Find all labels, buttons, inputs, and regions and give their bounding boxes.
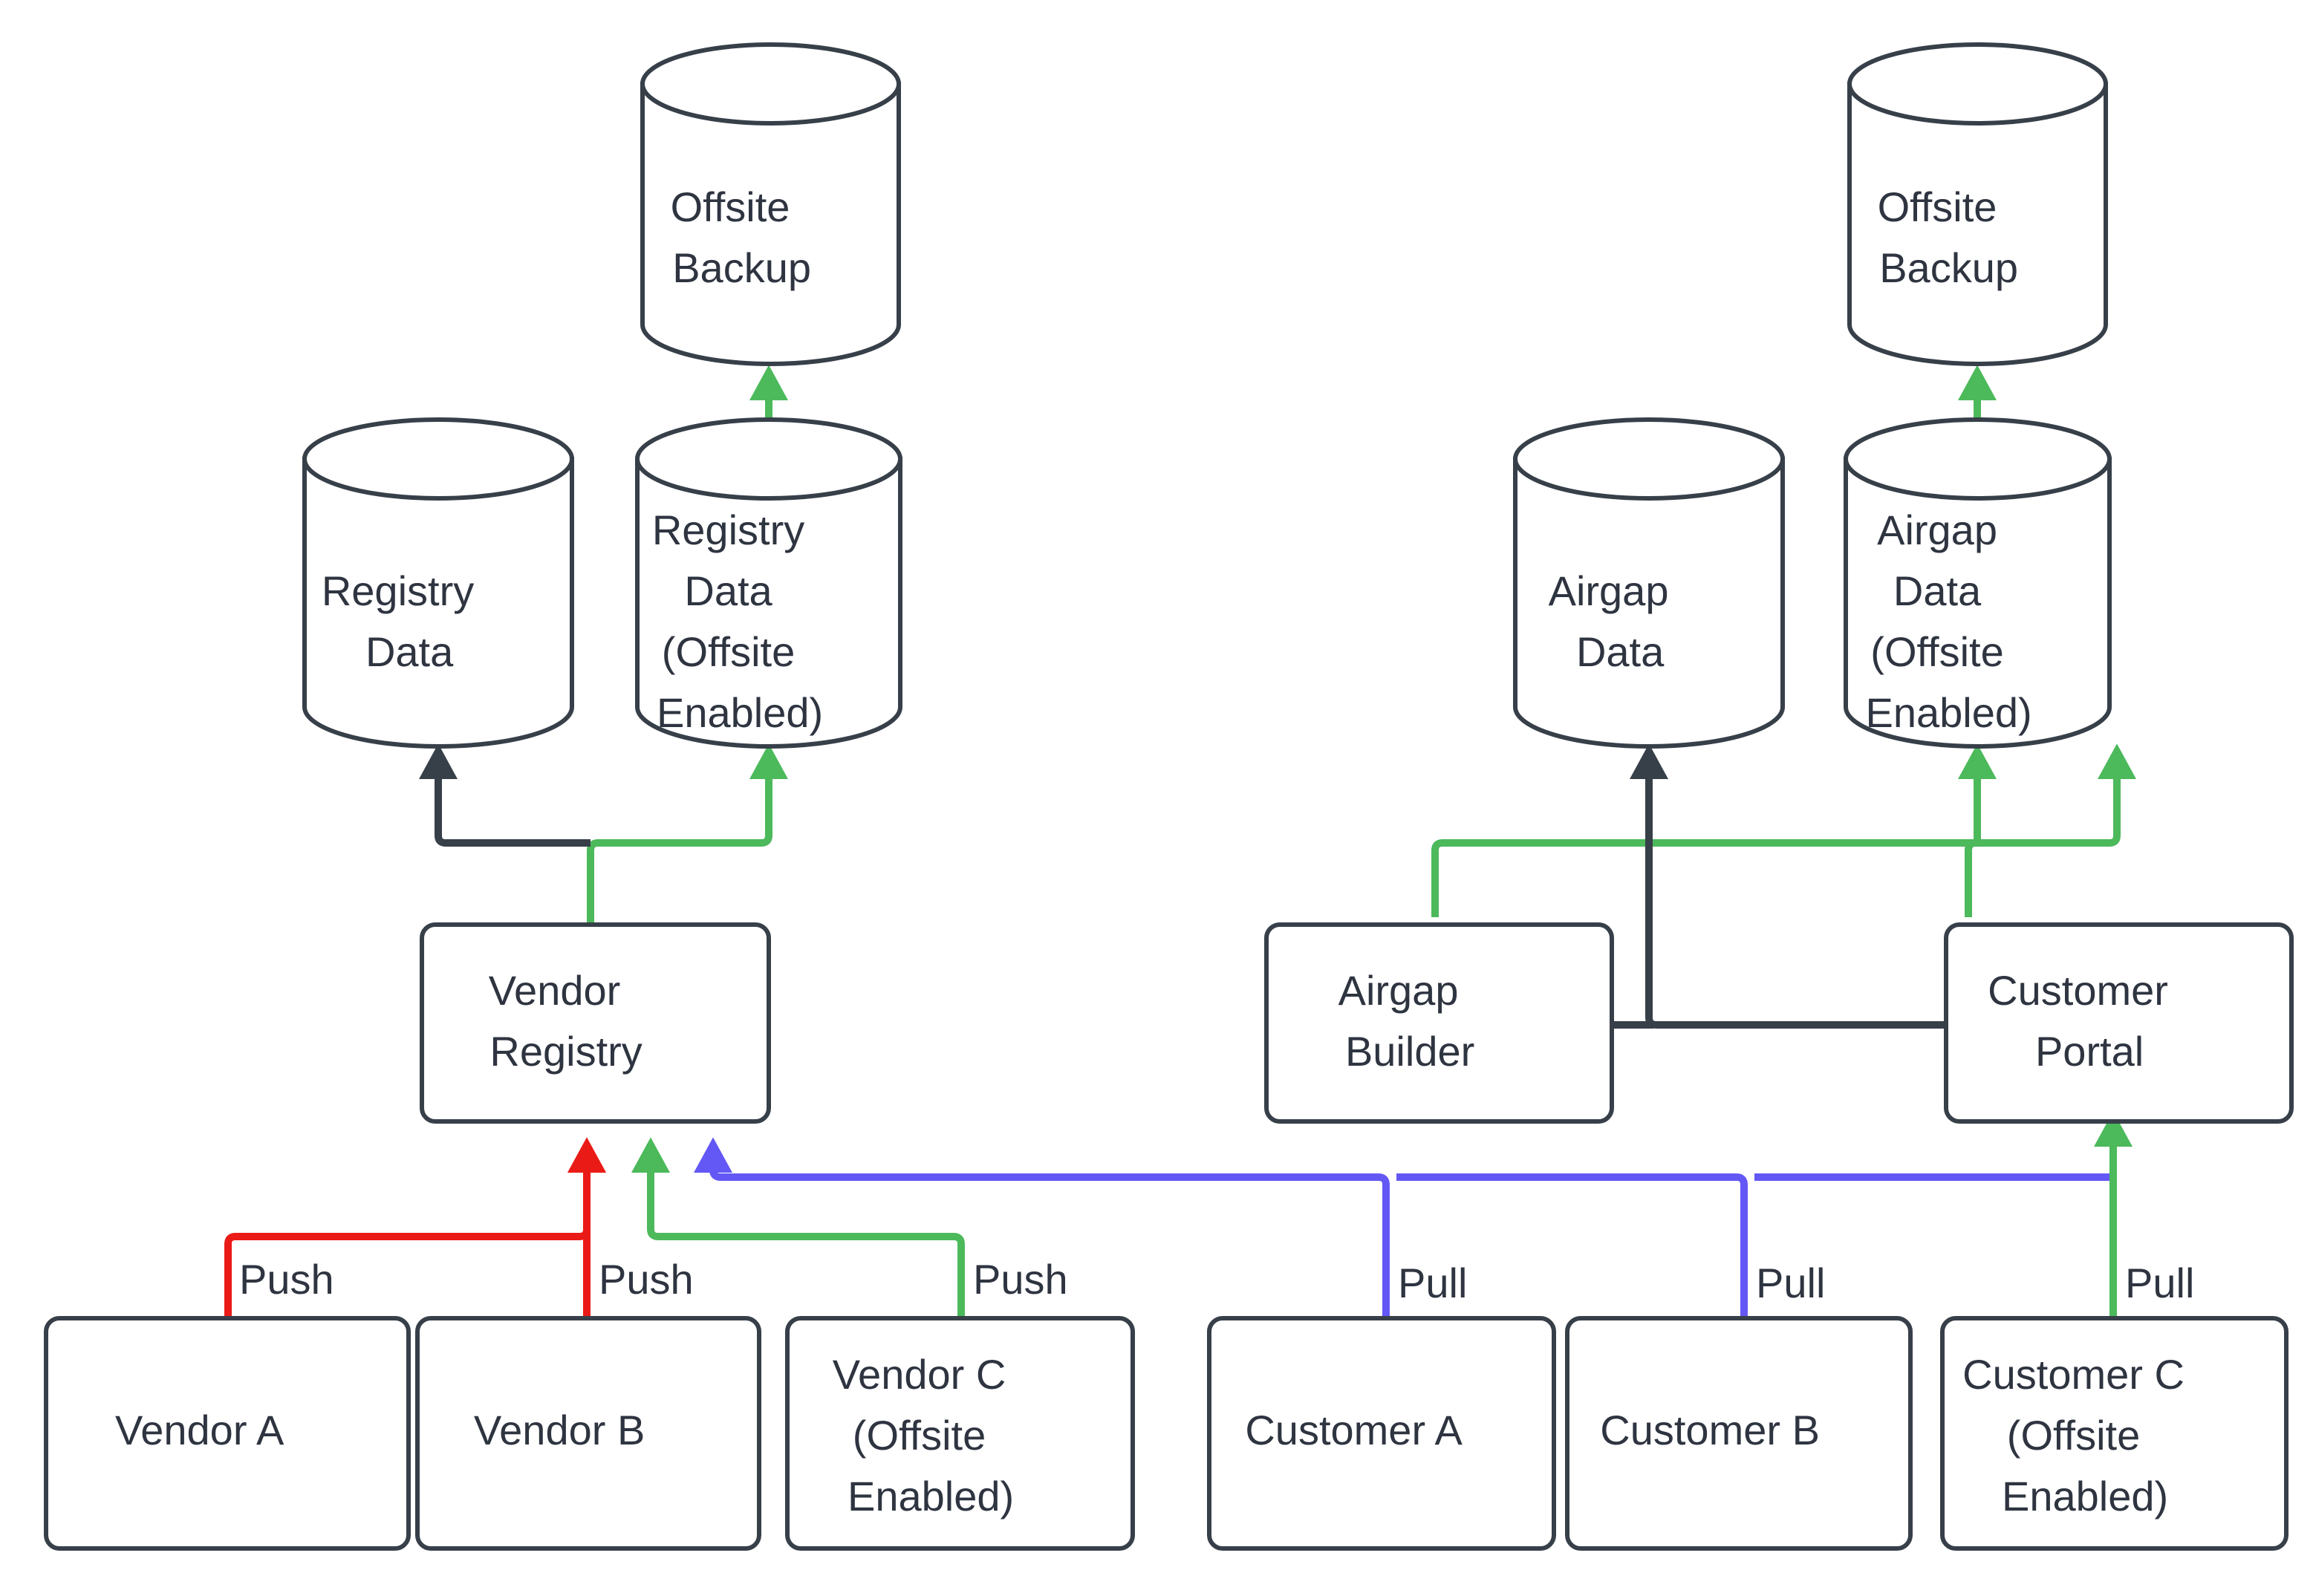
node-label: Customer Portal [1988, 967, 2249, 1075]
node-label: Offsite Backup [671, 183, 871, 291]
node-label: Customer C (Offsite Enabled) [1962, 1351, 2265, 1520]
node-label: Registry Data (Offsite Enabled) [652, 507, 885, 736]
node-label: Vendor A [115, 1407, 339, 1453]
node-label: Airgap Data [1549, 567, 1750, 675]
node-label: Customer A [1245, 1407, 1517, 1453]
edge-registry-data [419, 743, 591, 847]
node-airgap-data-offsite[interactable]: Airgap Data (Offsite Enabled) [1844, 417, 2112, 749]
node-label: Vendor B [474, 1407, 703, 1453]
edge-portal-offsite [1965, 839, 1979, 917]
node-offsite-backup-left[interactable]: Offsite Backup [640, 42, 901, 366]
node-label: Customer B [1600, 1407, 1877, 1453]
node-airgap-data[interactable]: Airgap Data [1513, 417, 1785, 749]
node-label: Offsite Backup [1878, 183, 2078, 291]
edge-customer-b-pull [1396, 1173, 1748, 1318]
edge-label-push-vendor-a: Push [239, 1256, 334, 1303]
edge-label-pull-customer-b: Pull [1756, 1260, 1825, 1306]
edge-label-push-vendor-b: Push [599, 1256, 694, 1303]
edge-label-pull-customer-a: Pull [1398, 1260, 1467, 1306]
node-label: Airgap Builder [1338, 967, 1540, 1075]
edge-registry-offsite [587, 743, 788, 925]
edge-label-pull-customer-c: Pull [2125, 1260, 2194, 1306]
node-vendor-b[interactable]: Vendor B [415, 1316, 761, 1551]
edge-vendor-c-push [631, 1137, 965, 1318]
node-offsite-backup-right[interactable]: Offsite Backup [1847, 42, 2108, 366]
node-vendor-a[interactable]: Vendor A [44, 1316, 411, 1551]
node-label: Registry Data [322, 567, 555, 675]
node-label: Airgap Data (Offsite Enabled) [1866, 507, 2090, 736]
node-customer-b[interactable]: Customer B [1565, 1316, 1913, 1551]
node-customer-portal[interactable]: Customer Portal [1944, 922, 2294, 1124]
node-label: Vendor Registry [489, 967, 701, 1075]
edge-portal-airgap-data [1630, 743, 1946, 1029]
node-customer-c[interactable]: Customer C (Offsite Enabled) [1940, 1316, 2288, 1551]
edge-customer-a-pull [694, 1137, 1390, 1318]
node-registry-data[interactable]: Registry Data [302, 417, 574, 749]
node-vendor-c[interactable]: Vendor C (Offsite Enabled) [785, 1316, 1135, 1551]
node-label: Vendor C (Offsite Enabled) [833, 1351, 1087, 1520]
node-customer-a[interactable]: Customer A [1207, 1316, 1556, 1551]
node-registry-data-offsite[interactable]: Registry Data (Offsite Enabled) [635, 417, 902, 749]
node-airgap-builder[interactable]: Airgap Builder [1264, 922, 1614, 1124]
node-vendor-registry[interactable]: Vendor Registry [420, 922, 771, 1124]
edge-label-push-vendor-c: Push [973, 1256, 1068, 1303]
edge-builder-offsite [1431, 743, 2136, 917]
